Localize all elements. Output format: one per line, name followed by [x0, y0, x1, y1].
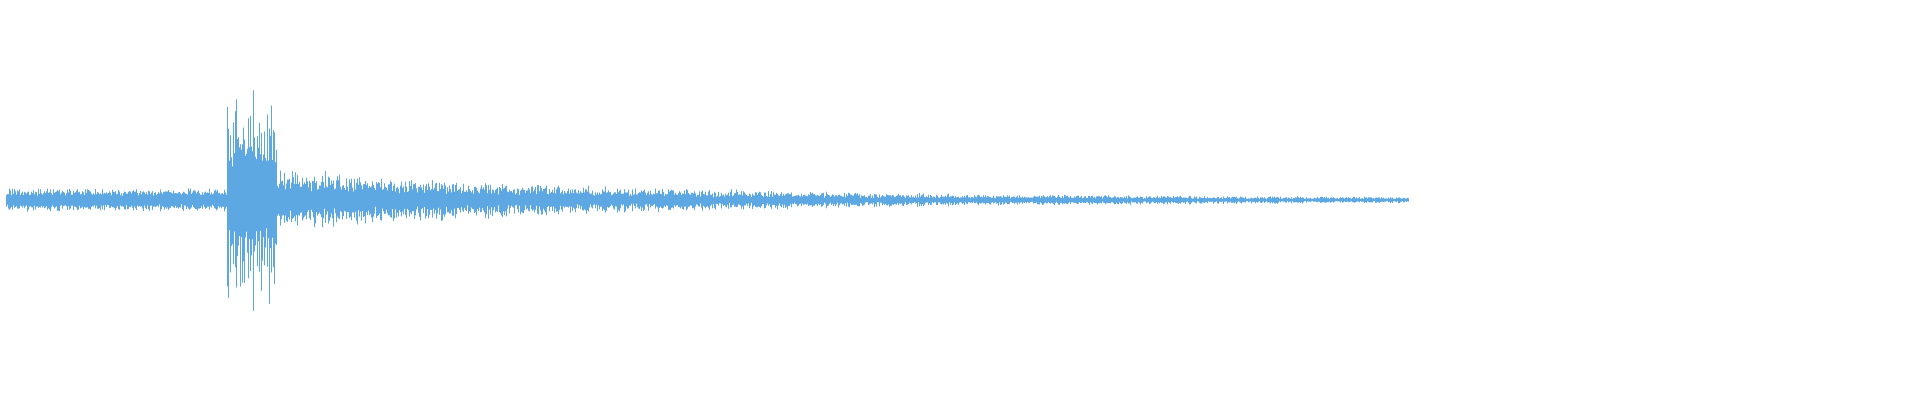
waveform-trace [6, 90, 1409, 311]
